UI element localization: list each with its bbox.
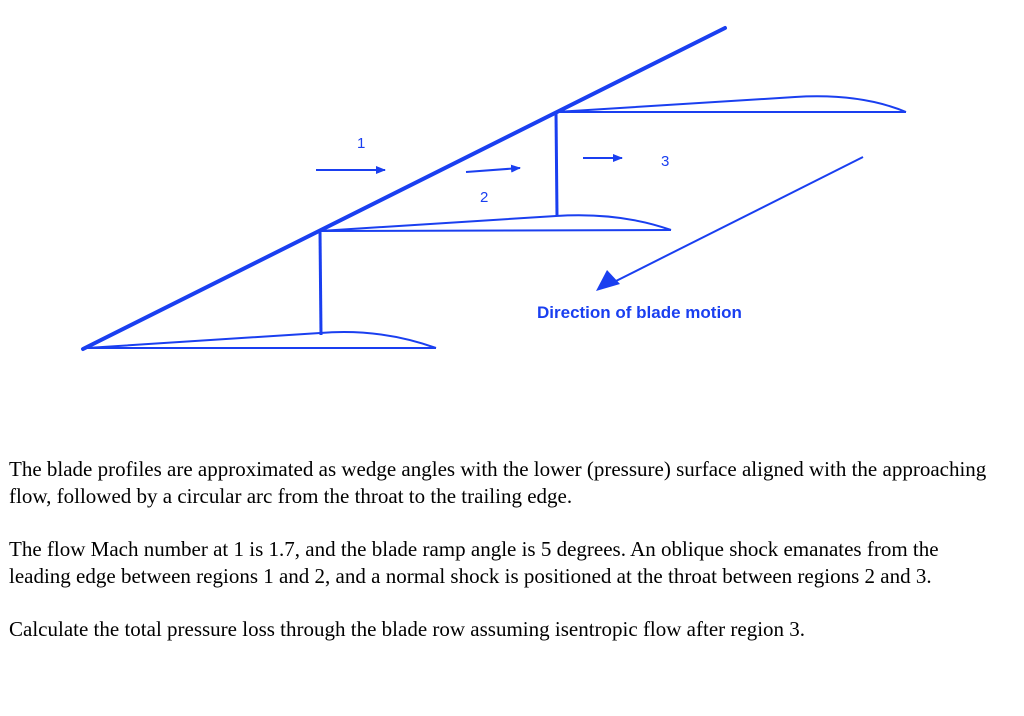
shock-line-lower <box>318 230 323 336</box>
blade-motion-arrow <box>611 156 864 284</box>
blade-row-diagram: 1 2 3 Direction of blade motion <box>81 26 907 351</box>
paragraph-question: Calculate the total pressure loss throug… <box>9 617 806 641</box>
paragraph-blade-profiles: The blade profiles are approximated as w… <box>9 457 987 508</box>
blade-middle <box>319 214 672 232</box>
flow-arrow-region-2 <box>465 164 521 173</box>
blade-motion-arrowhead <box>596 270 620 291</box>
region-label-1: 1 <box>357 135 365 152</box>
region-label-3: 3 <box>661 153 669 170</box>
region-label-2: 2 <box>480 189 488 206</box>
blade-lower <box>86 331 437 349</box>
problem-statement: The blade profiles are approximated as w… <box>9 456 999 669</box>
paragraph-flow-conditions: The flow Mach number at 1 is 1.7, and th… <box>9 537 939 588</box>
blade-motion-caption: Direction of blade motion <box>537 303 742 322</box>
blade-upper <box>555 95 907 113</box>
leading-edge-line <box>81 26 727 351</box>
shock-line-upper <box>554 111 559 217</box>
